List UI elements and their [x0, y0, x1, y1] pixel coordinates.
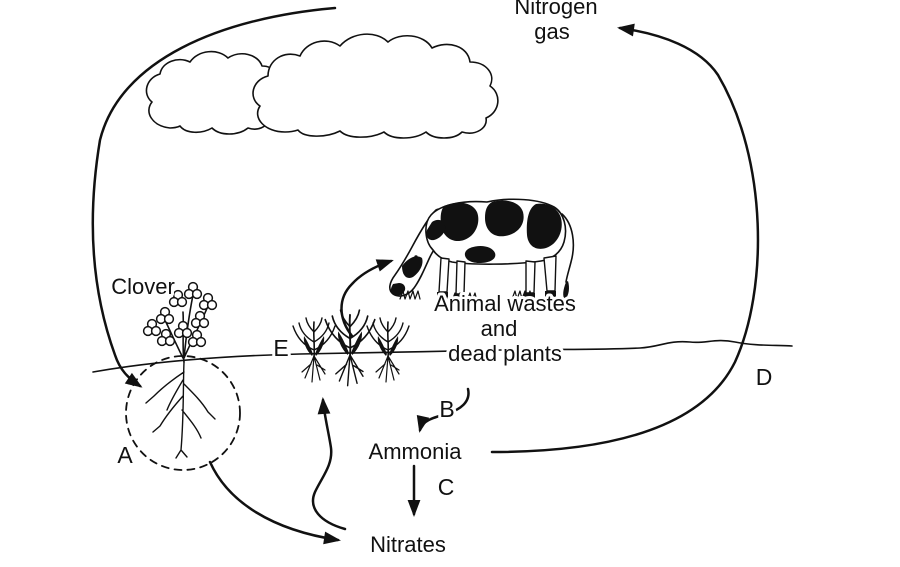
corn-plant: [324, 309, 376, 387]
arrow-plants-to-cow: [340, 259, 394, 338]
cow-leg: [438, 257, 450, 293]
cow-leg: [525, 260, 536, 294]
cow-icon: [389, 198, 575, 302]
animal-wastes-label-line1: Animal wastes: [434, 291, 576, 316]
cow-eye: [414, 255, 418, 259]
arrow-wastes-to-ammonia: [416, 387, 470, 433]
cow-spot: [464, 245, 496, 263]
cow-hoof: [545, 291, 556, 298]
nitrogen-gas-label-line2: gas: [534, 19, 569, 44]
arrow-clover-to-nitrates: [208, 460, 341, 545]
label-letter-c: C: [438, 474, 455, 500]
cow-spot: [440, 202, 479, 242]
animal-wastes-label-line2: and: [481, 316, 518, 341]
ammonia-label: Ammonia: [369, 439, 463, 464]
corn-plant: [366, 317, 410, 383]
label-letter-b: B: [439, 396, 454, 422]
label-letter-d: D: [756, 364, 773, 390]
label-letter-a: A: [117, 442, 133, 468]
grass-tuft: [451, 292, 478, 302]
cycle-arrows: [91, 6, 760, 545]
clover-roots: [145, 361, 216, 459]
arrow-nitrates-to-plants: [311, 397, 347, 531]
root-nodule-dashed-circle: [125, 355, 241, 471]
ground-line: [92, 339, 793, 373]
cloud-icon: [145, 33, 499, 139]
label-letter-e: E: [273, 335, 288, 361]
clover-label: Clover: [111, 274, 175, 299]
nitrates-label: Nitrates: [370, 532, 446, 557]
cloud-right: [252, 33, 499, 139]
corn-plant: [292, 317, 336, 383]
grass-tuft: [511, 290, 533, 300]
arrow-ammonia-to-nitrogen-gas: [490, 23, 760, 454]
cow-muzzle: [390, 283, 406, 296]
clover-leaves: [142, 281, 218, 348]
cow-leg: [455, 260, 466, 295]
cow-spot: [426, 219, 446, 241]
cow-head-patch: [402, 256, 423, 278]
cow-spot: [526, 203, 562, 249]
cow-spot: [485, 200, 524, 237]
nitrogen-gas-label-line1: Nitrogen: [514, 0, 597, 19]
grass-tuft: [399, 290, 421, 300]
cow-leg: [543, 255, 557, 292]
cow-tail-tuft: [563, 281, 569, 300]
corn-plants-icon: [292, 309, 410, 387]
clover-plant-icon: [125, 281, 241, 471]
cow-hoof: [437, 292, 448, 299]
arrow-nitrogen-to-clover: [91, 6, 337, 388]
animal-wastes-label-line3: dead plants: [448, 341, 562, 366]
cow-tail: [561, 213, 575, 283]
